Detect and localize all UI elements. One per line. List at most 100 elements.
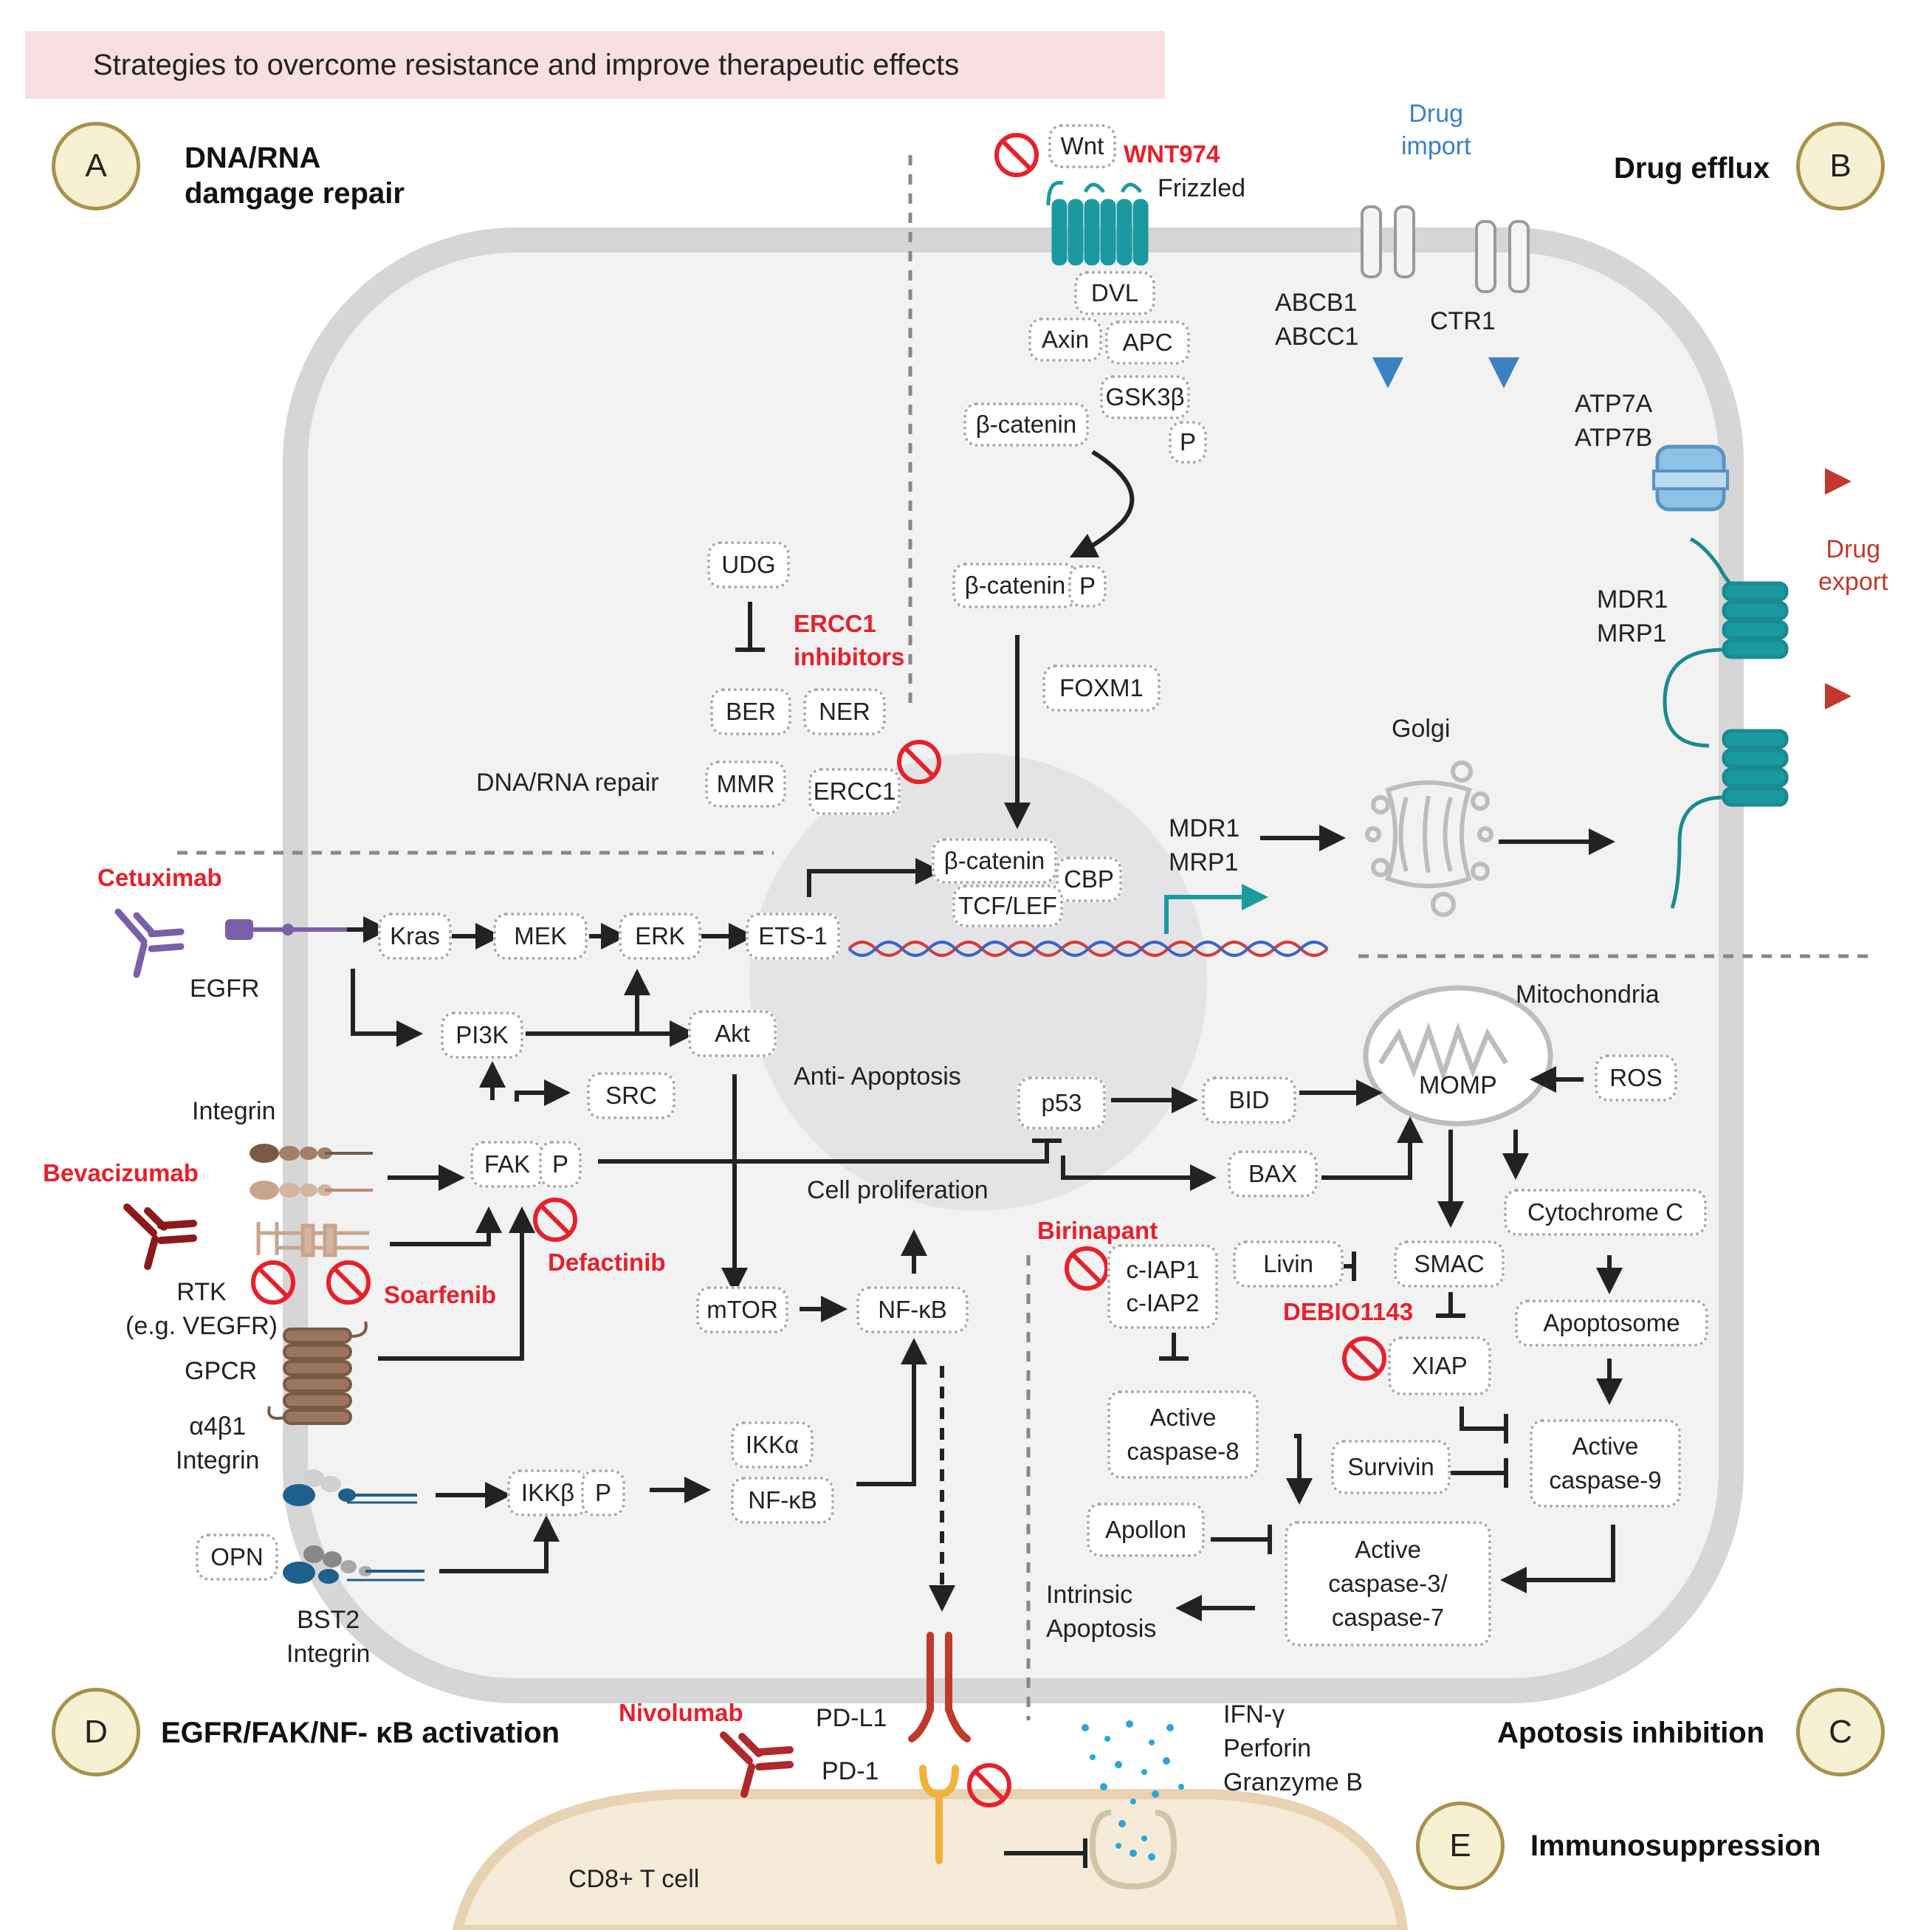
frizzled-label: Frizzled <box>1158 174 1246 202</box>
node-foxm1: FOXM1 <box>1042 664 1161 712</box>
node-beta-catenin-1: β-catenin <box>963 402 1089 447</box>
section-e-label: Immunosuppression <box>1530 1830 1821 1862</box>
node-bid: BID <box>1202 1076 1296 1124</box>
node-apoptosome: Apoptosome <box>1515 1299 1708 1347</box>
section-a-badge: A <box>52 122 140 210</box>
debio1143-label: DEBIO1143 <box>1283 1298 1414 1325</box>
node-kras: Kras <box>378 913 452 960</box>
node-phospho-3: P <box>539 1141 582 1188</box>
node-dvl: DVL <box>1074 271 1155 315</box>
t-cell-body <box>452 1789 1409 1930</box>
mdr1-nucleus-label: MDR1 MRP1 <box>1169 814 1240 876</box>
cytokines-label: IFN-γ Perforin Granzyme B <box>1223 1700 1363 1796</box>
node-ner: NER <box>803 688 886 735</box>
node-phospho-2: P <box>1068 565 1107 608</box>
rtk-label: RTK (e.g. VEGFR) <box>126 1278 278 1340</box>
node-wnt: Wnt <box>1048 124 1116 168</box>
node-ikk-alpha: IKKα <box>731 1421 814 1469</box>
node-nf-kb-2: NF-κB <box>731 1477 834 1524</box>
title-text: Strategies to overcome resistance and im… <box>93 48 960 81</box>
no-symbols <box>251 133 1386 1807</box>
cd8-t-cell-label: CD8+ T cell <box>568 1865 700 1893</box>
node-survivin: Survivin <box>1331 1440 1451 1494</box>
node-cytochrome-c: Cytochrome C <box>1504 1189 1707 1236</box>
wnt974-label: WNT974 <box>1124 140 1220 168</box>
section-d-label: EGFR/FAK/NF- κB activation <box>161 1717 560 1749</box>
pd-l1-label: PD-L1 <box>816 1704 887 1732</box>
bst2-integrin-label: BST2 Integrin <box>286 1606 371 1668</box>
node-nf-kb-1: NF-κB <box>856 1286 969 1333</box>
node-active-caspase-8: Active caspase-8 <box>1107 1390 1259 1479</box>
pd-1-receptor <box>919 1765 959 1864</box>
node-cbp: CBP <box>1056 856 1122 902</box>
egfr-label: EGFR <box>190 975 260 1003</box>
section-c-label: Apotosis inhibition <box>1497 1717 1765 1749</box>
node-c-iap: c-IAP1 c-IAP2 <box>1107 1244 1218 1329</box>
node-mek: MEK <box>493 913 588 960</box>
node-mtor: mTOR <box>696 1286 788 1333</box>
node-momp: MOMP <box>1419 1071 1497 1099</box>
node-p53: p53 <box>1017 1076 1106 1130</box>
section-d-badge: D <box>52 1688 140 1776</box>
import-channel-ctr1 <box>1475 220 1530 293</box>
section-e-badge: E <box>1416 1802 1505 1890</box>
abcb1-abcc1-label: ABCB1 ABCC1 <box>1275 289 1359 351</box>
bevacizumab-antibody <box>123 1203 197 1270</box>
node-active-caspase-3-7: Active caspase-3/ caspase-7 <box>1285 1521 1491 1646</box>
node-gsk3b: GSK3β <box>1100 375 1190 419</box>
node-pi3k: PI3K <box>441 1012 523 1059</box>
node-erk: ERK <box>619 913 701 960</box>
title-banner: Strategies to overcome resistance and im… <box>25 31 1165 99</box>
nivolumab-antibody <box>720 1731 794 1798</box>
node-xiap: XIAP <box>1388 1336 1491 1395</box>
nivolumab-label: Nivolumab <box>619 1699 743 1726</box>
rtk-receptor <box>256 1222 369 1257</box>
cell-proliferation-label: Cell proliferation <box>807 1176 989 1204</box>
node-apollon: Apollon <box>1087 1503 1205 1557</box>
import-channel-abcb1 <box>1361 205 1415 278</box>
node-src: SRC <box>587 1072 675 1119</box>
node-mmr: MMR <box>705 760 786 808</box>
mdr1-membrane-label: MDR1 MRP1 <box>1597 585 1668 648</box>
section-b-badge: B <box>1796 122 1885 210</box>
gpcr-receptor <box>267 1321 368 1425</box>
frizzled-receptor <box>1046 180 1149 266</box>
node-fak: FAK <box>470 1141 544 1188</box>
drug-import-label: Drug import <box>1401 100 1471 161</box>
birinapant-label: Birinapant <box>1037 1217 1158 1244</box>
ercc1-inhibitors-label: ERCC1 inhibitors <box>794 610 905 670</box>
atp7-label: ATP7A ATP7B <box>1575 390 1653 452</box>
node-beta-catenin-2: β-catenin <box>952 563 1078 608</box>
node-ber: BER <box>710 688 791 735</box>
gpcr-label: GPCR <box>185 1357 258 1385</box>
integrin-label: Integrin <box>192 1097 276 1125</box>
nucleus <box>749 753 1207 1211</box>
node-ets-1: ETS-1 <box>746 913 840 960</box>
pathway-arrows <box>347 450 1623 1621</box>
section-b-label: Drug efflux <box>1614 152 1770 185</box>
cetuximab-label: Cetuximab <box>97 864 222 891</box>
node-ikk-beta: IKKβ <box>507 1469 588 1517</box>
node-beta-catenin-3: β-catenin <box>932 838 1057 884</box>
cytotoxic-granule <box>1082 1720 1184 1890</box>
node-phospho-4: P <box>581 1469 625 1517</box>
node-axin: Axin <box>1028 317 1102 362</box>
node-active-caspase-9: Active caspase-9 <box>1530 1419 1681 1508</box>
node-smac: SMAC <box>1394 1240 1505 1288</box>
node-apc: APC <box>1105 320 1190 365</box>
mitochondria-label: Mitochondria <box>1516 981 1660 1009</box>
dna-rna-repair-label: DNA/RNA repair <box>476 769 659 797</box>
node-livin: Livin <box>1233 1240 1344 1288</box>
a4b1-integrin-label: α4β1 Integrin <box>176 1412 260 1474</box>
integrin-receptors <box>250 1144 373 1200</box>
golgi-apparatus <box>1365 760 1493 917</box>
mitochondrion <box>1363 985 1553 1127</box>
cetuximab-antibody <box>114 908 185 978</box>
node-udg: UDG <box>707 541 790 588</box>
node-phospho-1: P <box>1169 421 1207 464</box>
drug-export-label: Drug export <box>1818 535 1888 597</box>
node-tcf-lef: TCF/LEF <box>952 885 1063 927</box>
bst2-integrin <box>283 1545 424 1584</box>
anti-apoptosis-label: Anti- Apoptosis <box>794 1062 961 1091</box>
